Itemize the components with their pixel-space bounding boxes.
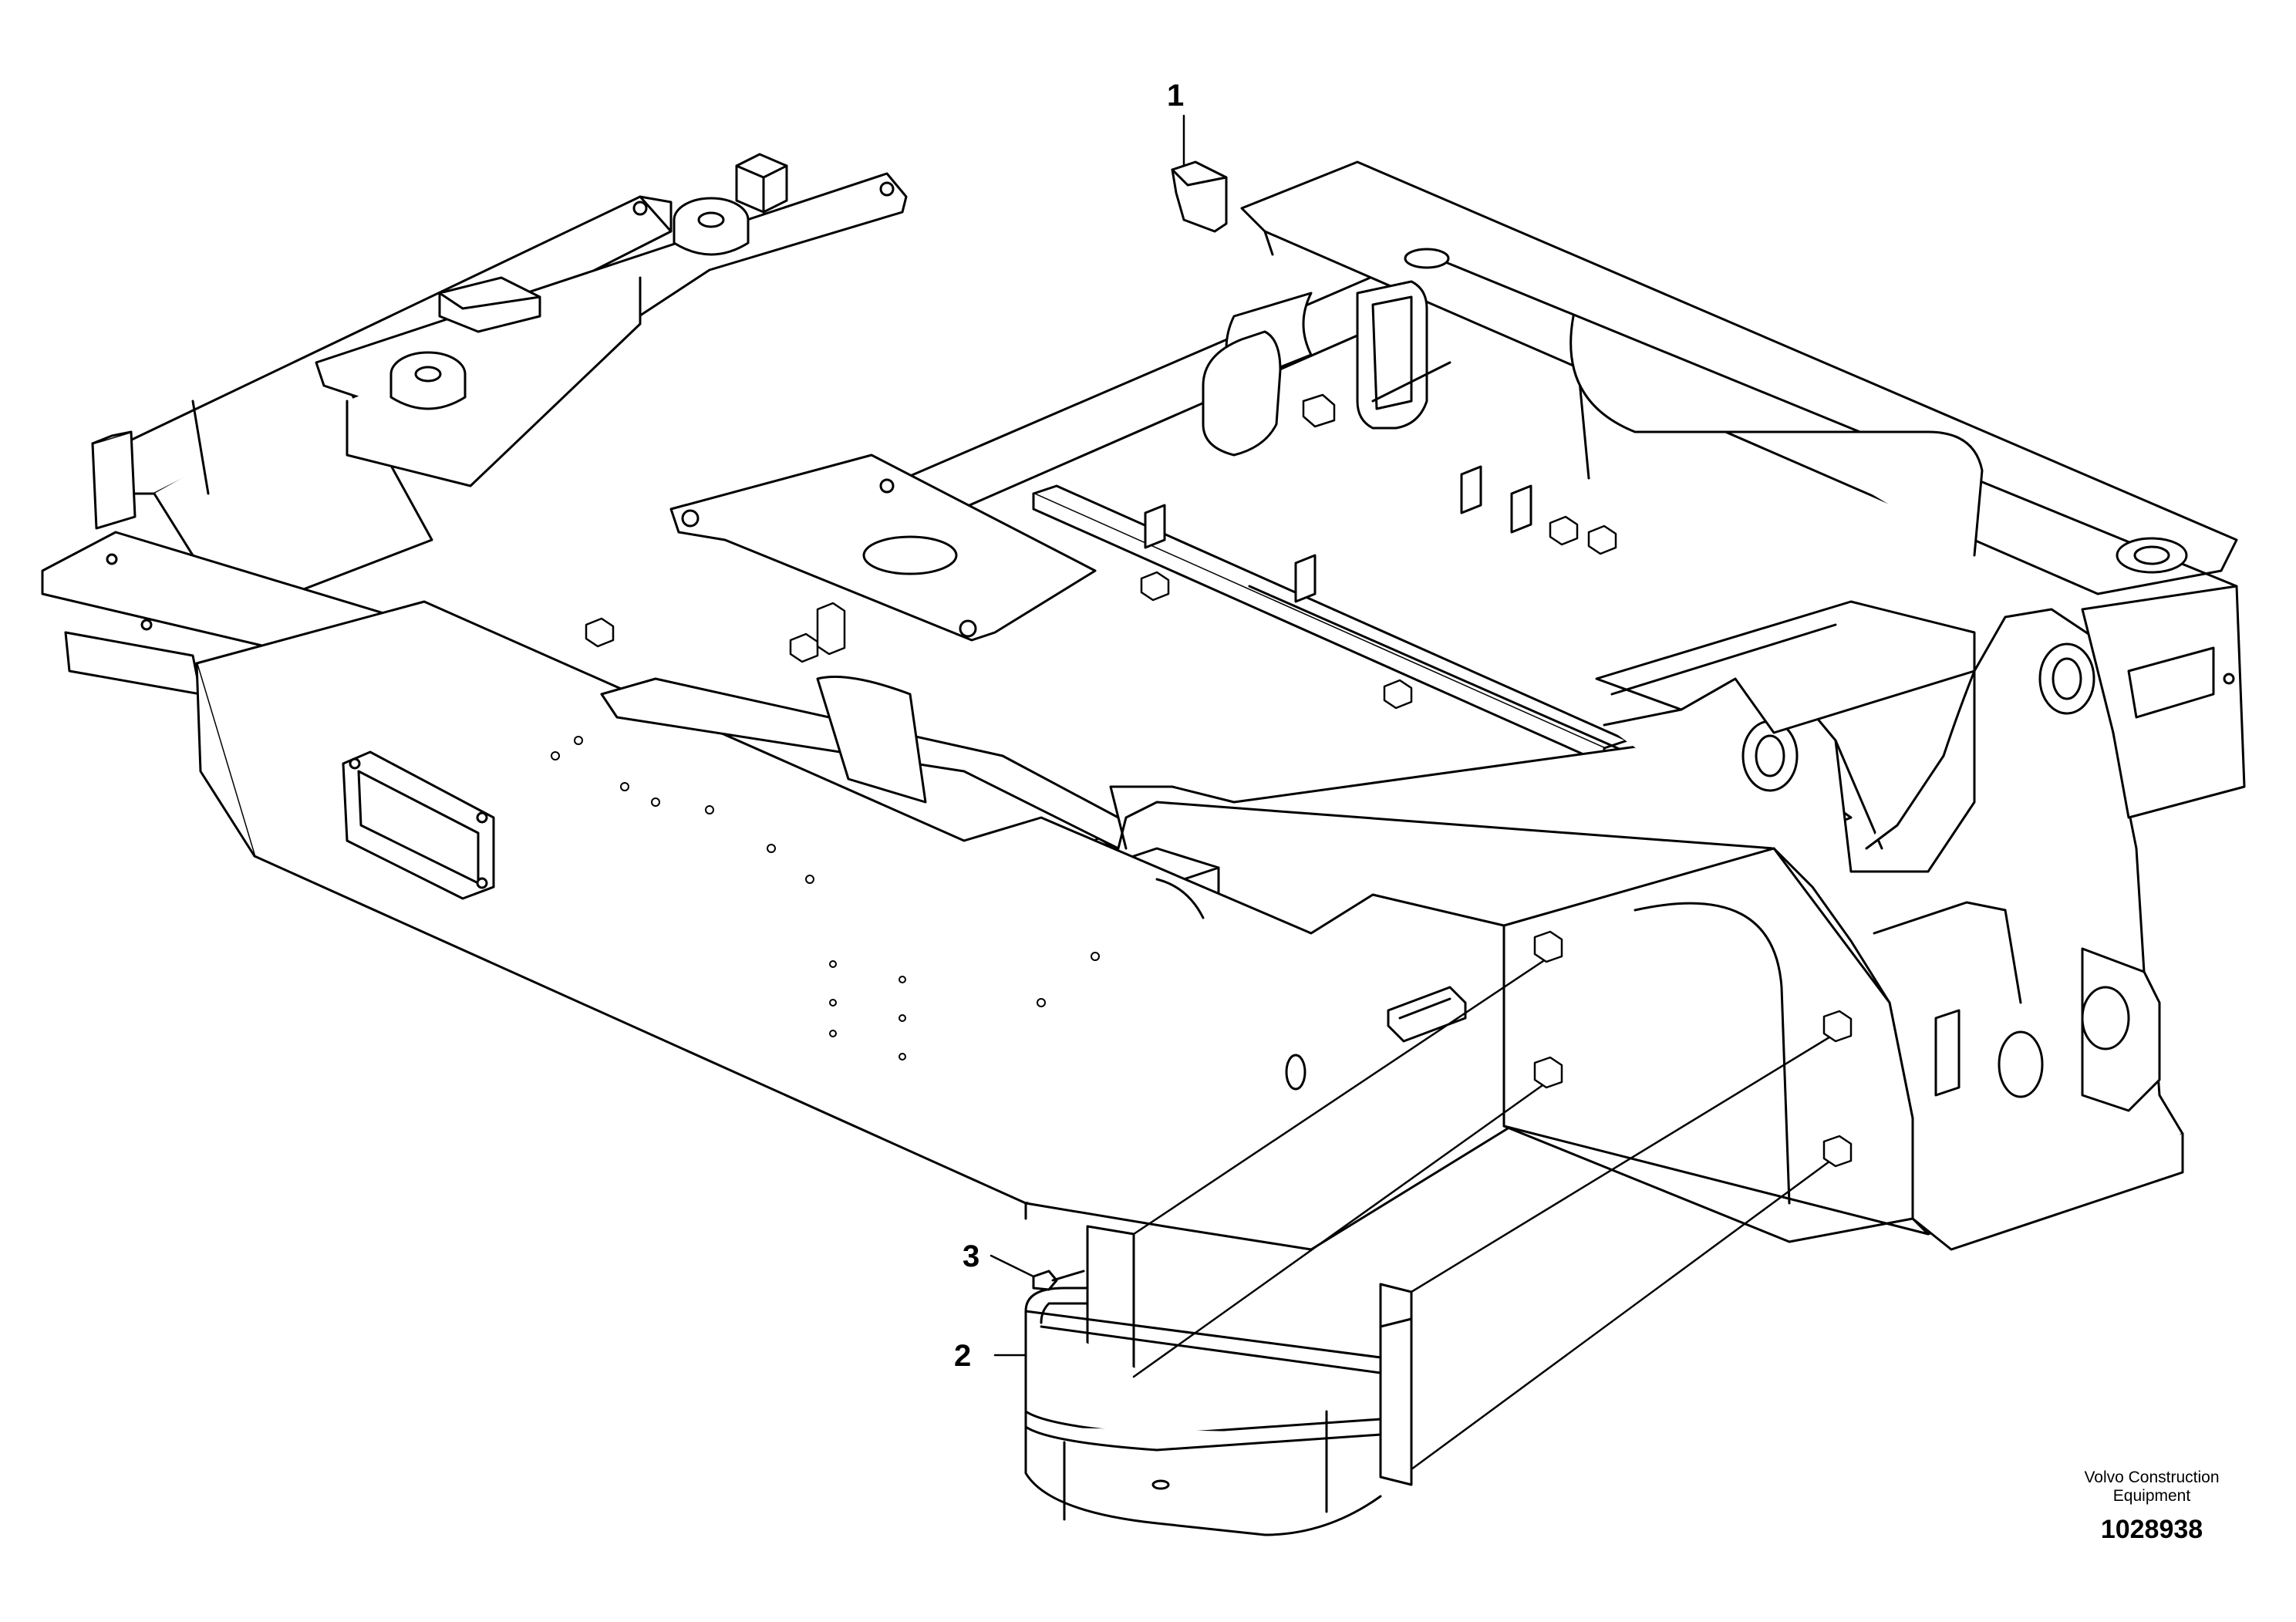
- manufacturer-line-2: Equipment: [2112, 1487, 2191, 1506]
- right-rear-corner-bracket: [2081, 585, 2246, 819]
- right-pivot-tower: [1603, 608, 2184, 1236]
- callout-1-bracket: [1171, 160, 1228, 233]
- drawing-caption: Volvo Construction Equipment 1028938: [2036, 1469, 2267, 1543]
- long-slide-bar: [1032, 484, 1637, 765]
- bolt-3: [1032, 1270, 1085, 1291]
- drawing-number: 1028938: [2100, 1515, 2203, 1545]
- leader-nuts: [1533, 930, 1853, 1168]
- top-roller-front: [389, 351, 467, 410]
- right-lower-beam: [1502, 847, 2184, 1251]
- access-window: [342, 750, 495, 900]
- main-cross-beam: [885, 268, 1421, 541]
- left-rear-corner-block: [91, 430, 137, 530]
- top-roller-rear: [673, 197, 750, 256]
- front-beam-oval-hole: [1285, 1054, 1306, 1091]
- top-strap-bracket: [438, 276, 541, 333]
- handle-loop: [1356, 280, 1451, 430]
- callout-1-label: 1: [1167, 79, 1185, 113]
- center-top-plate: [669, 454, 1097, 642]
- callout-2-label: 2: [954, 1339, 972, 1373]
- oval-cutout: [1202, 330, 1282, 457]
- top-square-block: [735, 153, 788, 214]
- leader-lines: [990, 114, 1837, 1471]
- inner-slide-rail: [1595, 600, 1976, 734]
- right-top-plate: [1240, 160, 2238, 595]
- callout-3-label: 3: [963, 1239, 980, 1273]
- toolbox-bracket: [1024, 1225, 1413, 1536]
- front-handle: [1387, 986, 1467, 1043]
- center-posts: [1144, 465, 1532, 603]
- beam-holes: [551, 736, 1100, 1061]
- manufacturer-line-1: Volvo Construction: [2084, 1469, 2220, 1486]
